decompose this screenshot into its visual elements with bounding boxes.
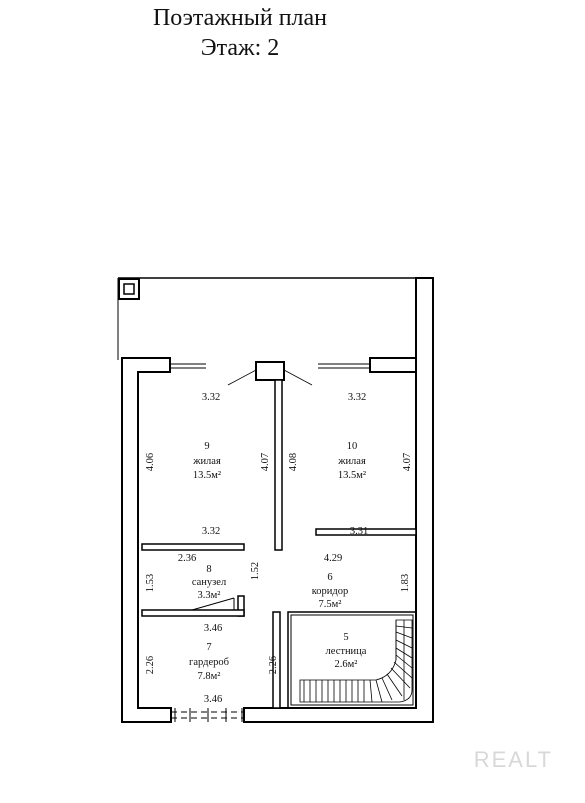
- room-8-area: 3.3м²: [198, 590, 221, 601]
- dim-room9-bottom: 3.32: [202, 526, 220, 537]
- dim-corridor-top: 4.29: [324, 553, 342, 564]
- dim-wardrobe-bottom: 3.46: [204, 694, 222, 705]
- dim-bath-top: 2.36: [178, 553, 196, 564]
- dimension-labels: 3.32 3.32 3.32 3.31 2.36 4.29 3.46 3.46 …: [145, 392, 413, 705]
- staircase: [299, 619, 413, 703]
- room-7-name: гардероб: [189, 657, 229, 668]
- room-10-area: 13.5м²: [338, 470, 366, 481]
- dim-bath-left: 1.53: [145, 574, 156, 592]
- dim-room10-left: 4.08: [288, 453, 299, 471]
- plan-title: Поэтажный план: [152, 5, 328, 31]
- dim-bath-right: 1.52: [250, 562, 261, 580]
- room-5-name: лестница: [326, 646, 367, 657]
- interior-walls: [141, 379, 417, 709]
- exterior-walls: [121, 277, 434, 723]
- room-10-name: жилая: [337, 456, 366, 467]
- dim-wardrobe-left: 2.26: [145, 656, 156, 674]
- dim-room9-top: 3.32: [202, 392, 220, 403]
- room-5-area: 2.6м²: [335, 659, 358, 670]
- watermark: REALT: [473, 747, 553, 772]
- room-6-name: коридор: [312, 586, 349, 597]
- room-9-name: жилая: [192, 456, 221, 467]
- leader-lines: [227, 369, 313, 386]
- room-7-area: 7.8м²: [198, 671, 221, 682]
- dim-wardrobe-top: 3.46: [204, 623, 222, 634]
- room-5-number: 5: [343, 632, 348, 643]
- dim-wardrobe-right: 2.26: [268, 656, 279, 674]
- room-labels: 9 жилая 13.5м² 10 жилая 13.5м² 8 санузел…: [189, 441, 367, 682]
- room-8-number: 8: [206, 564, 211, 575]
- dim-room9-right: 4.07: [260, 453, 271, 471]
- room-8-name: санузел: [192, 577, 226, 588]
- windows: [170, 363, 370, 722]
- room-9-area: 13.5м²: [193, 470, 221, 481]
- dim-room10-right: 4.07: [402, 453, 413, 471]
- terrace-outline: [117, 277, 433, 360]
- dim-room10-top: 3.32: [348, 392, 366, 403]
- dim-corridor-right: 1.83: [400, 574, 411, 592]
- dim-room10-bottom: 3.31: [350, 526, 368, 537]
- room-6-area: 7.5м²: [319, 599, 342, 610]
- room-9-number: 9: [204, 441, 209, 452]
- room-7-number: 7: [206, 642, 211, 653]
- bathroom-step: [191, 597, 235, 611]
- dim-room9-left: 4.06: [145, 453, 156, 471]
- room-6-number: 6: [327, 572, 332, 583]
- floor-label: Этаж: 2: [200, 35, 280, 61]
- room-10-number: 10: [347, 441, 358, 452]
